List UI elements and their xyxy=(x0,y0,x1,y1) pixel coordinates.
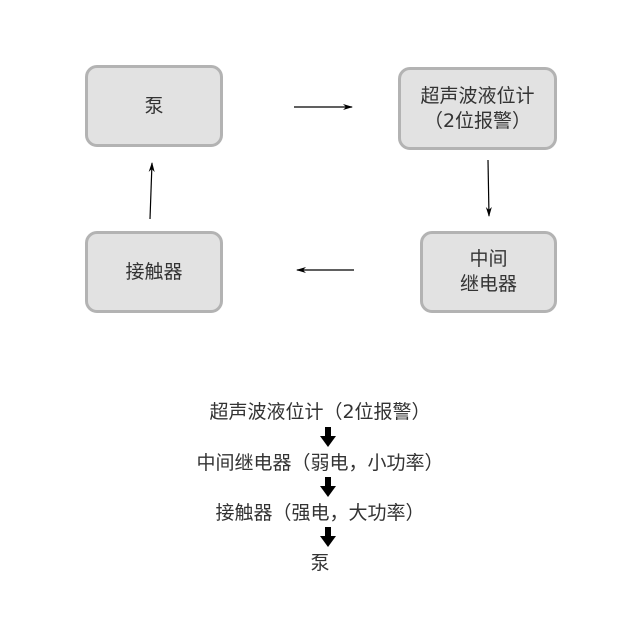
chain-step-contactor: 接触器（强电，大功率） xyxy=(215,502,425,524)
node-contactor: 接触器 xyxy=(85,231,223,313)
node-pump-label: 泵 xyxy=(144,94,164,117)
node-contactor-label: 接触器 xyxy=(125,260,183,283)
bold-down-arrow-2 xyxy=(320,477,336,497)
arrow-sensor-to-relay xyxy=(485,159,492,217)
node-sensor-line2: （2位报警） xyxy=(423,109,532,132)
node-relay-line2: 继电器 xyxy=(459,273,517,295)
node-sensor-line1: 超声波液位计 xyxy=(420,84,535,107)
node-relay-line1: 中间 xyxy=(469,248,508,270)
chain-step-relay: 中间继电器（弱电，小功率） xyxy=(196,452,444,474)
bold-down-arrow-3 xyxy=(320,527,336,547)
node-intermediate-relay: 中间 继电器 xyxy=(420,231,557,313)
bold-down-arrow-1 xyxy=(320,427,336,447)
chain-step-pump: 泵 xyxy=(310,552,330,574)
arrow-contactor-to-pump xyxy=(148,162,155,220)
node-pump: 泵 xyxy=(85,65,223,147)
node-ultrasonic-level-meter: 超声波液位计 （2位报警） xyxy=(398,67,557,150)
chain-step-sensor: 超声波液位计（2位报警） xyxy=(209,401,431,423)
